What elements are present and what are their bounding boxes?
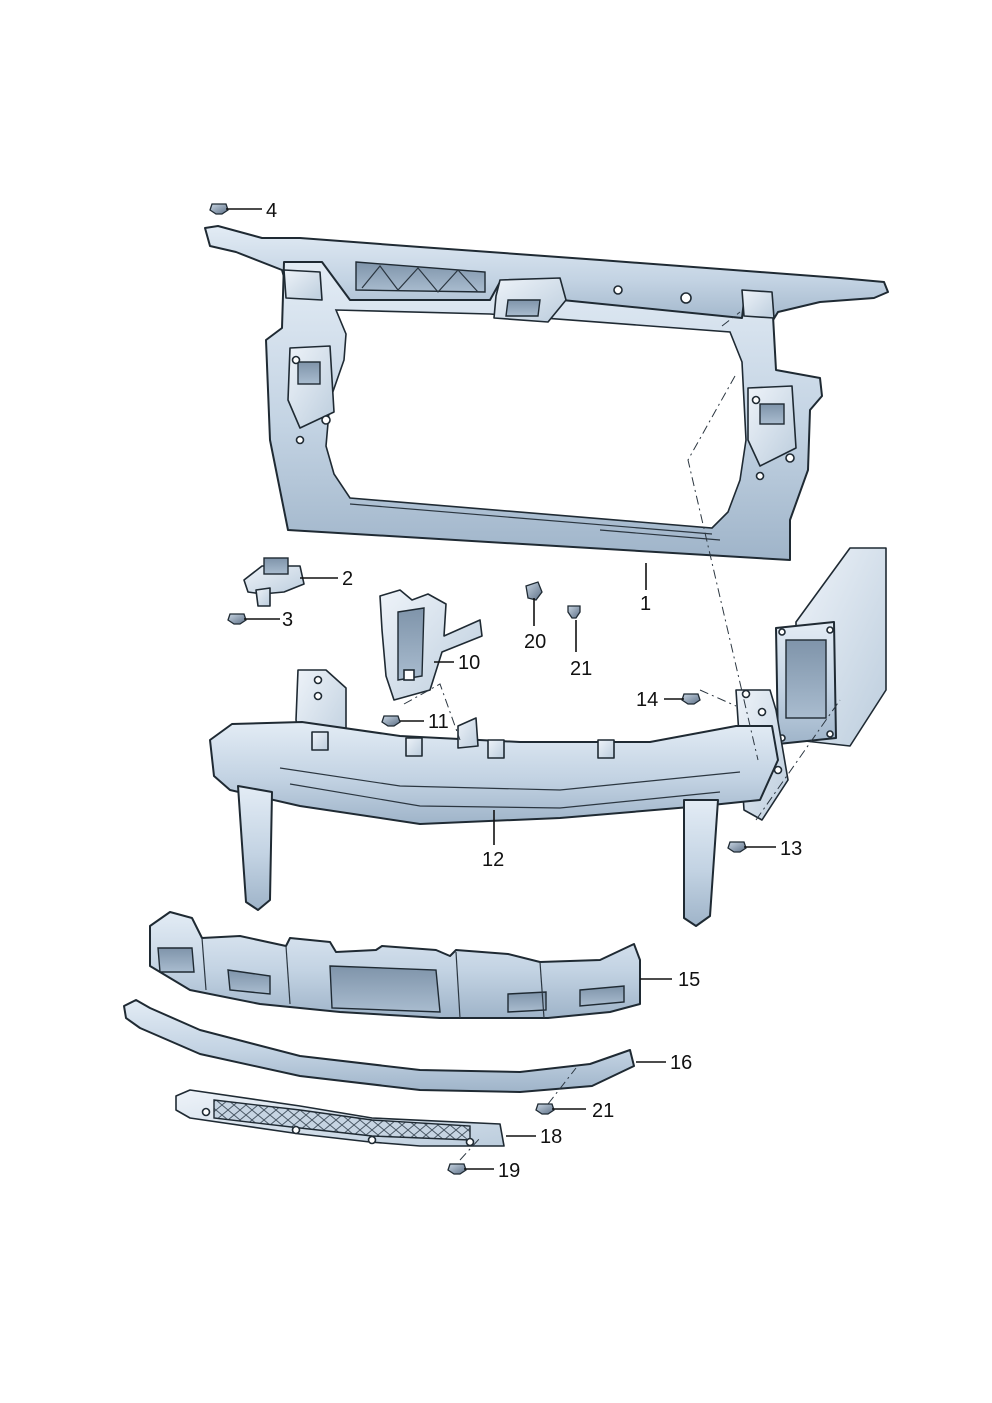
callout-11: 11: [428, 711, 449, 733]
bolt-13: [727, 841, 747, 853]
leader-lines: [226, 208, 776, 1170]
bolt-19: [447, 1163, 467, 1175]
lock-bracket: [379, 589, 483, 701]
callout-3: 3: [282, 609, 293, 631]
bumper-carrier: [209, 669, 789, 927]
callout-15: 15: [678, 969, 700, 991]
callout-13: 13: [780, 838, 802, 860]
clip-20: [525, 581, 543, 601]
callout-1: 1: [640, 593, 651, 615]
callout-18: 18: [540, 1126, 562, 1148]
assembly-lines: [403, 311, 841, 1161]
callout-16: 16: [670, 1052, 692, 1074]
side-member: [775, 547, 887, 747]
bolt-3: [227, 613, 247, 625]
lock-carrier-frame: [204, 225, 889, 561]
callout-10: 10: [458, 652, 480, 674]
callout-20: 20: [524, 631, 546, 653]
callout-19: 19: [498, 1160, 520, 1182]
callout-21-bottom: 21: [592, 1100, 614, 1122]
bolt-11: [381, 715, 401, 727]
callout-2: 2: [342, 568, 353, 590]
sensor-bracket: [243, 557, 305, 607]
bolt-14: [681, 693, 701, 705]
bolt-21-bottom: [535, 1103, 555, 1115]
bumper-spoiler: [123, 999, 635, 1093]
bolt-21-top: [567, 605, 581, 619]
callout-4: 4: [266, 200, 277, 222]
bolt-4: [209, 203, 229, 215]
lower-grille: [175, 1089, 505, 1147]
callout-labels: 4 1 2 3 10 11 12 13 14 15 16 18 19 20 21…: [266, 200, 802, 1182]
callout-21-top: 21: [570, 658, 592, 680]
callout-14: 14: [636, 689, 658, 711]
energy-absorber: [149, 911, 641, 1019]
callout-12: 12: [482, 849, 504, 871]
fasteners: [209, 203, 747, 1175]
